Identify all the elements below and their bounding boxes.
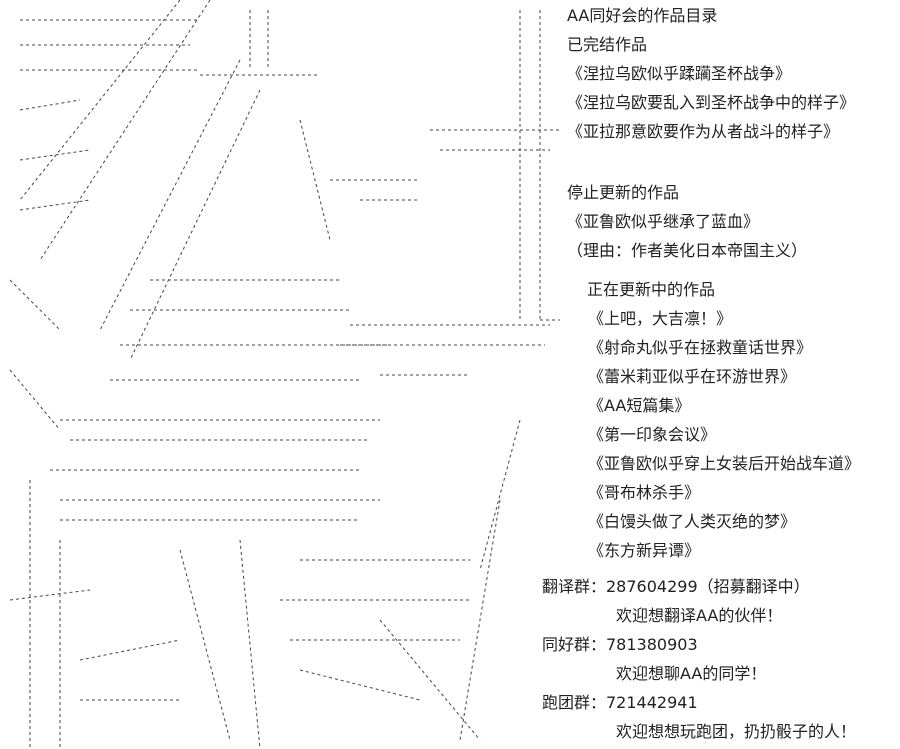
catalog-title: AA同好会的作品目录 xyxy=(567,6,718,25)
fan-group-note: 欢迎想聊AA的同学！ xyxy=(616,664,767,683)
stopped-reason: （理由：作者美化日本帝国主义） xyxy=(567,241,808,260)
ongoing-work[interactable]: 《蕾米莉亚似乎在环游世界》 xyxy=(588,367,797,386)
ongoing-work[interactable]: 《白馒头做了人类灭绝的梦》 xyxy=(588,512,797,531)
stopped-work[interactable]: 《亚鲁欧似乎继承了蓝血》 xyxy=(567,212,760,231)
fan-group: 同好群：781380903 xyxy=(542,635,698,654)
completed-work[interactable]: 《涅拉乌欧要乱入到圣杯战争中的样子》 xyxy=(567,93,856,112)
trpg-group: 跑团群：721442941 xyxy=(542,693,698,712)
ongoing-work[interactable]: 《东方新异谭》 xyxy=(588,541,701,560)
translation-group-note: 欢迎想翻译AA的伙伴！ xyxy=(616,606,783,625)
ongoing-work[interactable]: 《AA短篇集》 xyxy=(588,396,691,415)
ongoing-work[interactable]: 《上吧，大吉凛！》 xyxy=(588,309,733,328)
ongoing-work[interactable]: 《第一印象会议》 xyxy=(588,425,717,444)
stopped-heading: 停止更新的作品 xyxy=(567,183,680,202)
ongoing-work[interactable]: 《哥布林杀手》 xyxy=(588,483,701,502)
ongoing-work[interactable]: 《射命丸似乎在拯救童话世界》 xyxy=(588,338,813,357)
ongoing-heading: 正在更新中的作品 xyxy=(587,280,716,299)
translation-group: 翻译群：287604299（招募翻译中） xyxy=(542,577,810,596)
ascii-art-illustration xyxy=(9,0,560,749)
completed-work[interactable]: 《亚拉那意欧要作为从者战斗的样子》 xyxy=(567,122,840,141)
ongoing-work[interactable]: 《亚鲁欧似乎穿上女装后开始战车道》 xyxy=(588,454,861,473)
completed-heading: 已完结作品 xyxy=(567,35,648,54)
trpg-group-note: 欢迎想想玩跑团，扔扔骰子的人！ xyxy=(616,722,857,741)
completed-work[interactable]: 《涅拉乌欧似乎蹂躏圣杯战争》 xyxy=(567,64,792,83)
